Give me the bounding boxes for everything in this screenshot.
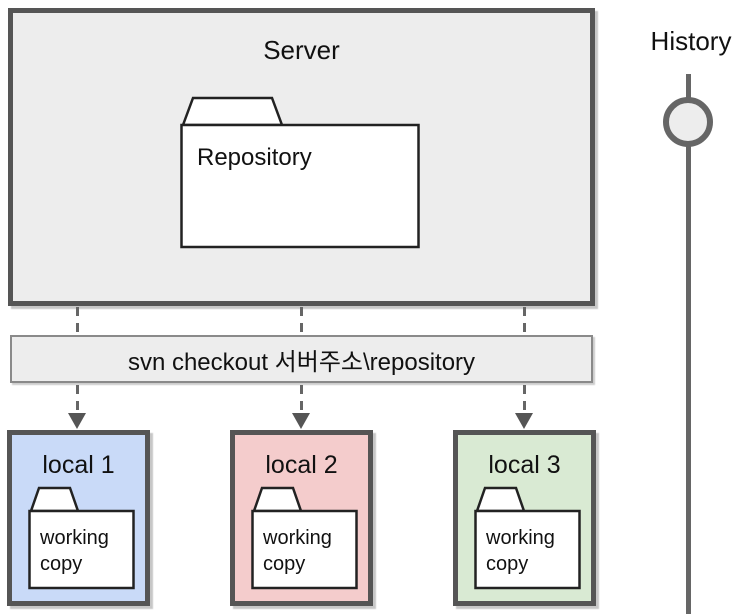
server-title: Server (263, 35, 340, 65)
arrow-down-icon-1 (68, 413, 86, 429)
dashed-connector-top-3 (523, 307, 526, 335)
working-copy-folder-3: working copy (474, 485, 582, 591)
dashed-connector-bottom-2 (300, 385, 303, 413)
history-timeline (686, 74, 691, 614)
arrow-down-icon-2 (292, 413, 310, 429)
local-box-1: local 1 working copy (7, 430, 150, 606)
server-box: Server (8, 8, 595, 306)
working-copy-label-3: working copy (486, 527, 555, 575)
dashed-connector-top-1 (76, 307, 79, 335)
repository-folder: Repository (180, 95, 420, 250)
working-copy-label-1: working copy (40, 527, 109, 575)
folder-icon (474, 486, 581, 590)
working-copy-folder-1: working copy (28, 485, 136, 591)
history-commit-node-icon (663, 97, 713, 147)
history-label: History (650, 26, 732, 56)
dashed-connector-bottom-1 (76, 385, 79, 413)
working-copy-label-2: working copy (263, 527, 332, 575)
local-box-3-title: local 3 (488, 451, 561, 479)
checkout-command-bar: svn checkout 서버주소\repository (10, 335, 593, 383)
dashed-connector-top-2 (300, 307, 303, 335)
local-box-3: local 3 working copy (453, 430, 596, 606)
local-box-1-title: local 1 (42, 451, 115, 479)
folder-icon (251, 486, 358, 590)
checkout-command-text: svn checkout 서버주소\repository (127, 348, 476, 376)
repository-folder-label: Repository (197, 144, 312, 171)
folder-icon (180, 96, 420, 249)
local-box-2-title: local 2 (265, 451, 338, 479)
working-copy-folder-2: working copy (251, 485, 359, 591)
dashed-connector-bottom-3 (523, 385, 526, 413)
arrow-down-icon-3 (515, 413, 533, 429)
local-box-2: local 2 working copy (230, 430, 373, 606)
folder-icon (28, 486, 135, 590)
